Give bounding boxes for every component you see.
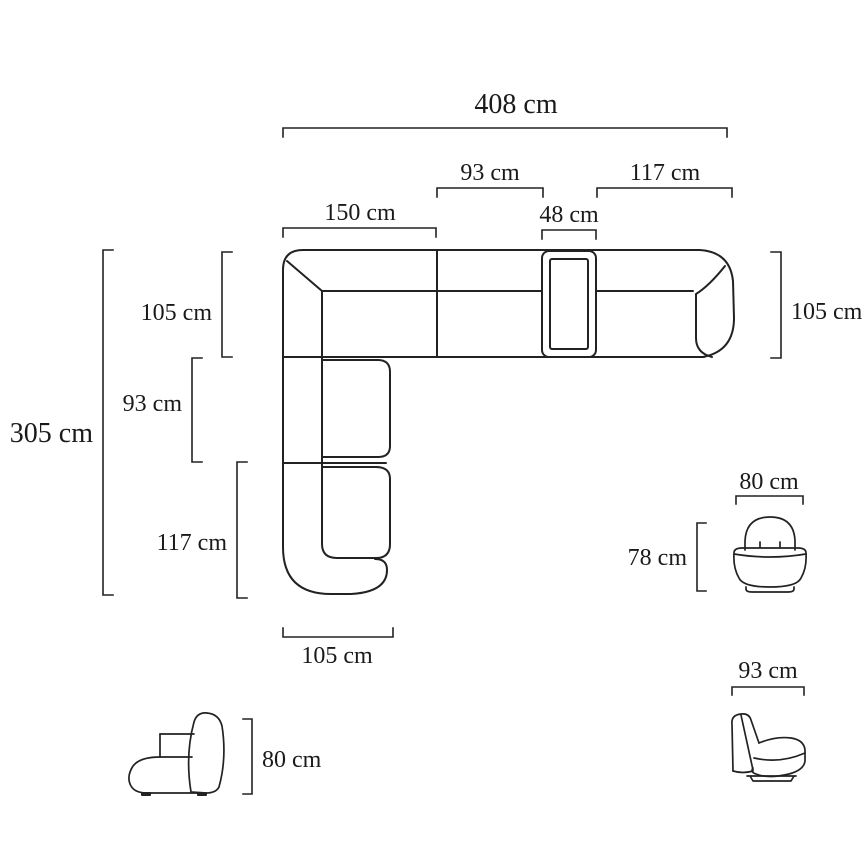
label-corner-depth: 105 cm <box>141 300 213 326</box>
module-side-view <box>128 712 225 796</box>
label-chaise-width: 105 cm <box>301 643 373 669</box>
label-armchair-height: 78 cm <box>628 545 688 571</box>
side-chair-seat-seam <box>753 752 806 761</box>
dim-line-chaise-depth <box>236 461 248 599</box>
module-seat-body <box>128 756 207 794</box>
right-armrest-inner-curve <box>695 265 726 358</box>
dim-line-mid-seat-width <box>436 187 544 198</box>
armchair-base <box>745 586 795 593</box>
dim-line-corner-width <box>282 227 437 238</box>
label-module-height: 80 cm <box>262 747 322 773</box>
dim-line-right-depth <box>770 251 782 359</box>
dim-line-left-seat-depth <box>191 357 203 463</box>
sofa-top-and-armrest-outline <box>302 249 735 358</box>
label-armchair-depth: 93 cm <box>738 658 798 684</box>
console-module-inner <box>549 258 589 350</box>
dim-line-armchair-depth <box>731 686 805 696</box>
label-chaise-depth: 117 cm <box>157 530 228 556</box>
dim-line-armchair-width <box>735 495 804 505</box>
label-console-width: 48 cm <box>539 202 599 228</box>
label-total-depth: 305 cm <box>10 418 93 449</box>
side-chair-backrest-bottom <box>732 770 754 774</box>
dimension-lines <box>102 127 805 795</box>
module-foot-right <box>197 792 207 796</box>
dim-line-module-height <box>242 718 253 795</box>
label-right-seat-width: 117 cm <box>630 160 701 186</box>
armchair-body <box>733 547 807 588</box>
label-right-depth: 105 cm <box>791 299 863 325</box>
side-chair-seat <box>751 736 806 778</box>
dim-line-total-width <box>282 127 728 138</box>
dim-line-armchair-height <box>696 522 707 592</box>
dim-line-total-depth <box>102 249 114 596</box>
dim-line-corner-depth <box>221 251 233 358</box>
corner-diagonal-seam <box>286 260 323 292</box>
sofa-top-view <box>282 249 735 595</box>
armchair-front-view <box>733 516 807 593</box>
sofa-left-outline <box>282 249 388 595</box>
dim-line-console-width <box>541 229 597 240</box>
side-chair-plinth <box>746 775 797 782</box>
label-armchair-width: 80 cm <box>739 469 799 495</box>
label-total-width: 408 cm <box>474 89 557 120</box>
side-chair-backrest <box>731 713 760 772</box>
module-backrest <box>187 712 225 794</box>
chaise-cushion <box>321 466 391 559</box>
armchair-backrest-dome <box>744 516 796 551</box>
side-chair-backrest-front-line <box>740 714 754 771</box>
armchair-side-view <box>731 713 806 782</box>
dimension-labels: 408 cm 93 cm 117 cm 150 cm 48 cm 305 cm … <box>10 89 863 773</box>
console-module <box>541 250 597 358</box>
label-corner-width: 150 cm <box>324 200 396 226</box>
left-column-inner-line <box>321 290 338 559</box>
module-foot-left <box>141 792 151 796</box>
dim-line-chaise-width <box>282 627 394 638</box>
left-seat-cushion <box>321 359 391 458</box>
label-left-seat-depth: 93 cm <box>123 391 183 417</box>
armchair-seat-top-line <box>733 553 807 558</box>
label-mid-seat-width: 93 cm <box>460 160 520 186</box>
dim-line-right-seat-width <box>596 187 733 198</box>
